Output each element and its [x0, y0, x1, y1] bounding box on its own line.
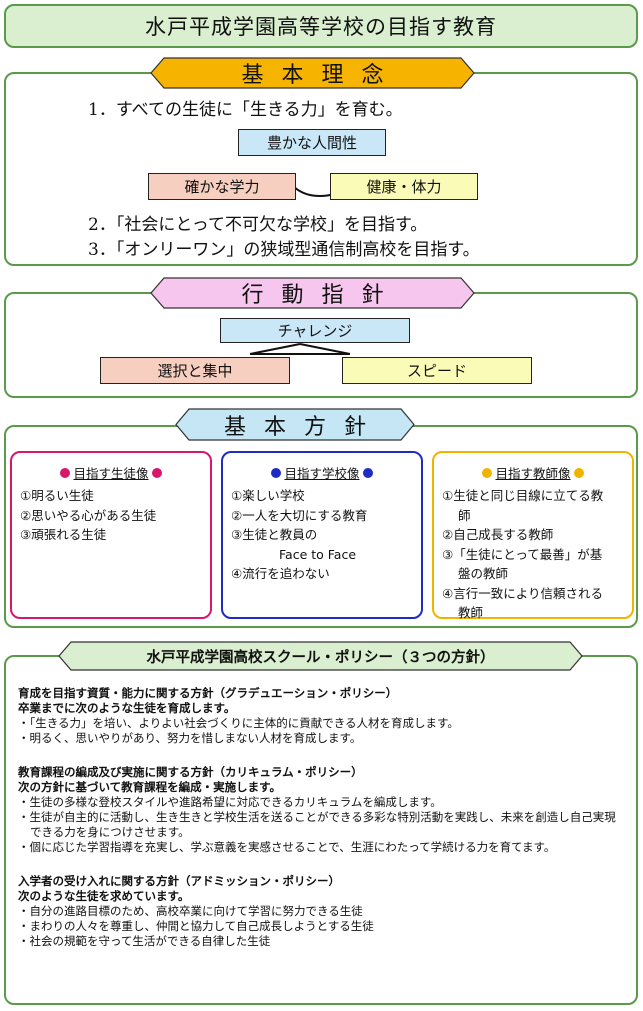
- school-column-title: 目指す学校像: [284, 466, 360, 481]
- houshin-student-column: 目指す生徒像 ①明るい生徒 ②思いやる心がある生徒 ③頑張れる生徒: [10, 451, 212, 619]
- rinen-item-3: 3．「オンリーワン」の狭域型通信制高校を目指す。: [88, 240, 480, 260]
- curriculum-policy-item: ・個に応じた学習指導を充実し、学ぶ意義を実感させることで、生涯にわたって学続ける…: [18, 840, 556, 854]
- kihon-rinen-section: [4, 72, 638, 266]
- curriculum-policy-subtitle: 次の方針に基づいて教育課程を編成・実施します。: [18, 780, 282, 794]
- student-dot-icon: [151, 467, 162, 478]
- student-column-header: 目指す生徒像: [12, 463, 210, 482]
- school-dot-icon: [362, 467, 373, 478]
- teacher-item: ③「生徒にとって最善」が基: [442, 546, 603, 562]
- teacher-item: ①生徒と同じ目線に立てる教: [442, 488, 604, 503]
- student-item: ③頑張れる生徒: [20, 527, 107, 542]
- curriculum-policy-title: 教育課程の編成及び実施に関する方針（カリキュラム・ポリシー）: [18, 765, 363, 779]
- kihon-houshin-heading: 基本方針: [223, 414, 384, 440]
- admission-policy-title: 入学者の受け入れに関する方針（アドミッション・ポリシー）: [18, 874, 340, 888]
- student-column-title: 目指す生徒像: [73, 466, 149, 481]
- rinen-box-left: 確かな学力: [148, 173, 296, 200]
- school-item: ③生徒と教員の: [231, 527, 318, 542]
- student-item: ①明るい生徒: [20, 488, 94, 503]
- koudou-shishin-heading: 行動指針: [241, 283, 402, 308]
- school-item: Face to Face: [279, 546, 357, 562]
- kihon-houshin-banner-shape: [175, 408, 415, 441]
- school-policy-body: 育成を目指す資質・能力に関する方針（グラデュエーション・ポリシー） 卒業までに次…: [18, 686, 626, 949]
- school-item: ①楽しい学校: [231, 488, 305, 503]
- kihon-houshin-banner: 基本方針: [175, 408, 415, 441]
- shishin-box-left: 選択と集中: [100, 357, 290, 384]
- school-policy-heading: 水戸平成学園高校スクール・ポリシー（３つの方針）: [146, 649, 495, 666]
- student-dot-icon: [60, 467, 71, 478]
- koudou-shishin-banner-shape: [150, 277, 475, 309]
- graduation-policy-title: 育成を目指す資質・能力に関する方針（グラデュエーション・ポリシー）: [18, 686, 398, 700]
- school-column-header: 目指す学校像: [223, 463, 421, 482]
- rinen-box-top: 豊かな人間性: [238, 129, 386, 156]
- shishin-connector-lines: [249, 343, 351, 355]
- teacher-column-header: 目指す教師像: [434, 463, 632, 482]
- shishin-box-right: スピード: [342, 357, 532, 384]
- teacher-column-title: 目指す教師像: [495, 466, 571, 481]
- graduation-policy-item: ・「生きる力」を培い、よりよい社会づくりに主体的に貢献できる人材を育成します。: [18, 716, 459, 730]
- admission-policy-subtitle: 次のような生徒を求めています。: [18, 889, 190, 903]
- admission-policy-block: 入学者の受け入れに関する方針（アドミッション・ポリシー） 次のような生徒を求めて…: [18, 874, 626, 949]
- rinen-item-2: 2．「社会にとって不可欠な学校」を目指す。: [88, 215, 428, 235]
- school-policy-section: [4, 655, 638, 1005]
- rinen-item-1: 1．すべての生徒に「生きる力」を育む。: [88, 100, 403, 120]
- houshin-school-column: 目指す学校像 ①楽しい学校 ②一人を大切にする教育 ③生徒と教員の Face t…: [221, 451, 423, 619]
- rinen-box-right: 健康・体力: [330, 173, 478, 200]
- koudou-shishin-banner: 行動指針: [150, 277, 475, 309]
- houshin-teacher-column: 目指す教師像 ①生徒と同じ目線に立てる教 師 ②自己成長する教師 ③「生徒にとっ…: [432, 451, 634, 620]
- page-title: 水戸平成学園高等学校の目指す教育: [4, 4, 638, 48]
- teacher-dot-icon: [482, 467, 493, 478]
- school-item: ④流行を追わない: [231, 566, 330, 581]
- shishin-box-top: チャレンジ: [220, 318, 410, 343]
- school-item: ②一人を大切にする教育: [231, 507, 368, 523]
- curriculum-policy-block: 教育課程の編成及び実施に関する方針（カリキュラム・ポリシー） 次の方針に基づいて…: [18, 765, 626, 855]
- admission-policy-item: ・社会の規範を守って生活ができる自律した生徒: [18, 934, 271, 948]
- curriculum-policy-item: ・生徒が自主的に活動し、生き生きと学校生活を送ることができる多彩な特別活動を実践…: [18, 810, 616, 839]
- teacher-item: ②自己成長する教師: [442, 527, 554, 542]
- graduation-policy-block: 育成を目指す資質・能力に関する方針（グラデュエーション・ポリシー） 卒業までに次…: [18, 686, 626, 746]
- teacher-item: 師: [458, 507, 471, 523]
- kihon-rinen-banner: 基本理念: [150, 57, 475, 89]
- school-policy-banner: 水戸平成学園高校スクール・ポリシー（３つの方針）: [58, 641, 583, 671]
- teacher-dot-icon: [573, 467, 584, 478]
- admission-policy-item: ・まわりの人々を尊重し、仲間と協力して自己成長しようとする生徒: [18, 919, 374, 933]
- graduation-policy-subtitle: 卒業までに次のような生徒を育成します。: [18, 701, 236, 715]
- graduation-policy-item: ・明るく、思いやりがあり、努力を惜しまない人材を育成します。: [18, 731, 362, 745]
- student-item: ②思いやる心がある生徒: [20, 507, 157, 523]
- school-dot-icon: [271, 467, 282, 478]
- kihon-rinen-heading: 基本理念: [241, 63, 402, 88]
- school-policy-banner-shape: [58, 641, 583, 671]
- teacher-item: ④言行一致により信頼される: [442, 585, 603, 601]
- teacher-item: 教師: [458, 605, 484, 620]
- admission-policy-item: ・自分の進路目標のため、高校卒業に向けて学習に努力できる生徒: [18, 904, 363, 918]
- kihon-rinen-banner-shape: [150, 57, 475, 89]
- teacher-item: 盤の教師: [458, 566, 509, 581]
- curriculum-policy-item: ・生徒の多様な登校スタイルや進路希望に対応できるカリキュラムを編成します。: [18, 795, 442, 809]
